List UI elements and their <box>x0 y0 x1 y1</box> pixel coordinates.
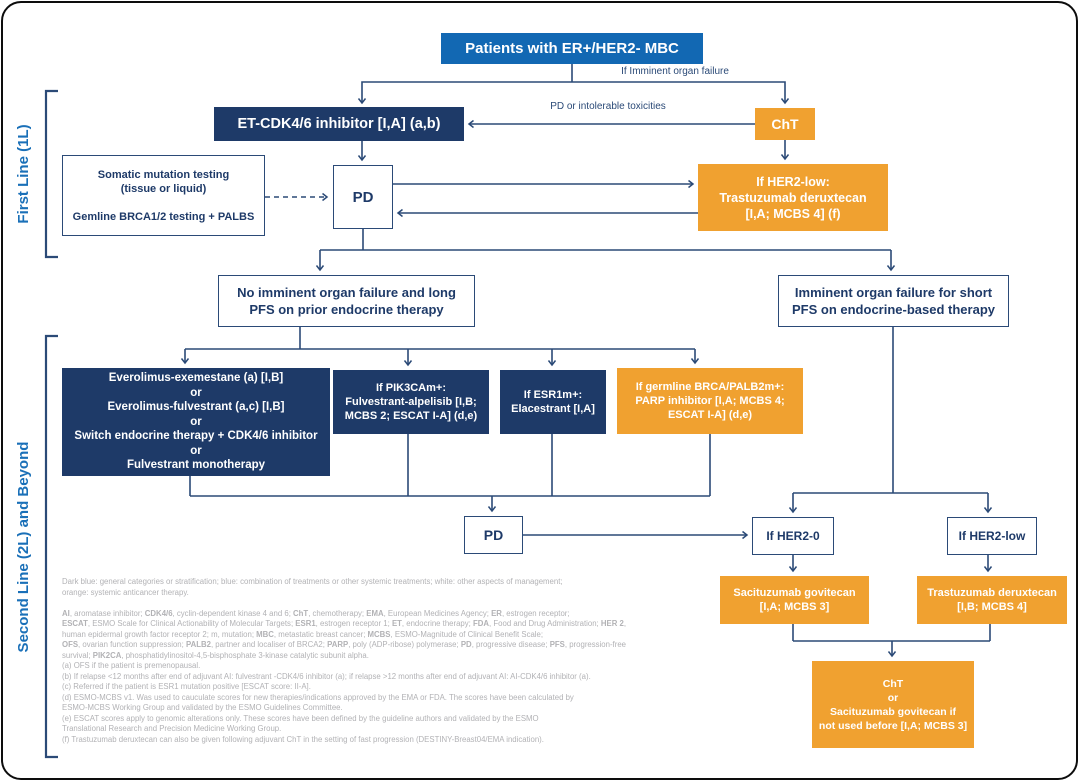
node-trastuzumab-deruxtecan-second-line: Trastuzumab deruxtecan[I,B; MCBS 4] <box>917 576 1067 624</box>
node-pd-first-line: PD <box>333 165 393 229</box>
node-pik3ca-fulvestrant-alpelisib: If PIK3CAm+:Fulvestrant-alpelisib [I,B;M… <box>333 370 489 434</box>
edge-label-pd-or-intolerable-toxicities: PD or intolerable toxicities <box>550 101 666 112</box>
second-line-bracket <box>44 334 58 759</box>
node-cht-first-line: ChT <box>755 108 815 140</box>
section-label-first-line: First Line (1L) <box>15 124 32 224</box>
node-pd-second-line: PD <box>464 516 523 554</box>
node-somatic-mutation-testing: Somatic mutation testing(tissue or liqui… <box>62 155 265 236</box>
node-sacituzumab-govitecan: Sacituzumab govitecan[I,A; MCBS 3] <box>720 576 869 624</box>
first-line-bracket <box>44 89 58 259</box>
node-patients-er-her2-mbc: Patients with ER+/HER2- MBC <box>441 33 703 64</box>
node-if-her2-low: If HER2-low <box>947 517 1037 555</box>
node-et-cdk46-inhibitor: ET-CDK4/6 inhibitor [I,A] (a,b) <box>214 107 464 141</box>
section-label-second-line: Second Line (2L) and Beyond <box>15 441 32 653</box>
node-trastuzumab-deruxtecan-her2-low: If HER2-low:Trastuzumab deruxtecan[I,A; … <box>698 164 888 231</box>
node-parp-inhibitor: If germline BRCA/PALB2m+:PARP inhibitor … <box>617 368 803 434</box>
node-esr1-elacestrant: If ESR1m+:Elacestrant [I,A] <box>500 370 606 434</box>
node-if-her2-0: If HER2-0 <box>752 517 834 555</box>
edge-label-imminent-organ-failure: If Imminent organ failure <box>621 66 729 77</box>
footnotes-and-legend: Dark blue: general categories or stratif… <box>62 577 627 744</box>
